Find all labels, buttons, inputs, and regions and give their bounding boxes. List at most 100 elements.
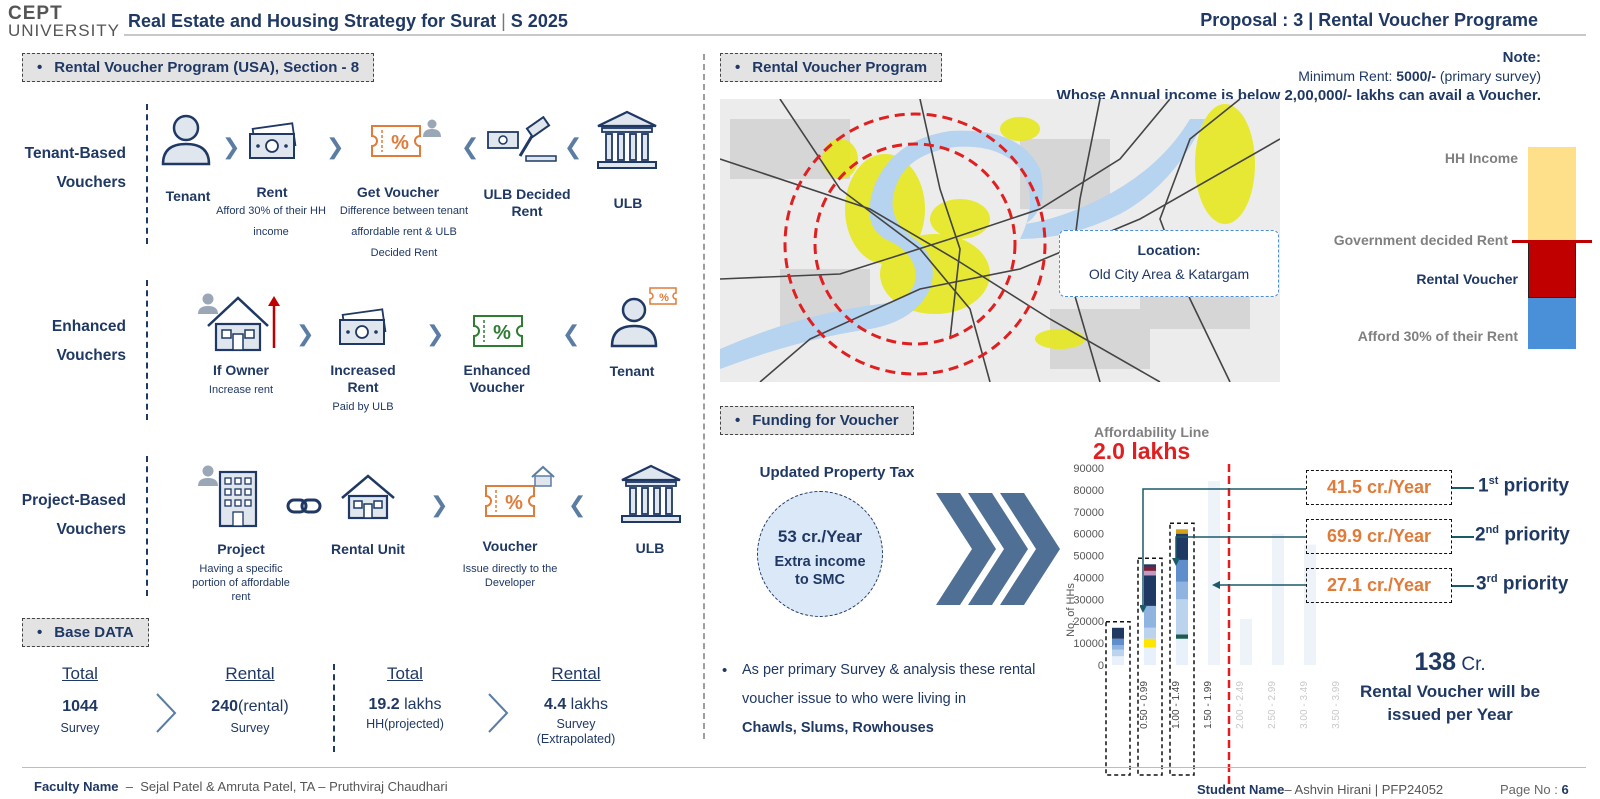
priority-3-amount: 27.1 cr./Year	[1306, 568, 1452, 603]
hh-income-bar	[1528, 147, 1576, 242]
bar-segment	[1208, 481, 1220, 665]
bar-segment	[1144, 570, 1156, 576]
location-value: Old City Area & Katargam	[1088, 266, 1250, 282]
get-voucher-sub: Difference between tenant affordable ren…	[339, 205, 469, 259]
chevron-right-icon: ❯	[222, 134, 241, 159]
cash-icon	[336, 308, 388, 355]
gov-rent-label: Government decided Rent	[1333, 232, 1508, 248]
y-tick-label: 50000	[1073, 551, 1104, 563]
base-rental-survey-sub: Survey	[230, 721, 270, 735]
base-total-survey-head: Total	[62, 664, 98, 683]
proposal-title: Proposal : 3 | Rental Voucher Programe	[1200, 10, 1538, 30]
priority-1-label: 1st priority	[1478, 475, 1570, 497]
y-tick-label: 70000	[1073, 507, 1104, 519]
priority-connectors	[1140, 488, 1306, 613]
y-tick-label: 0	[1098, 660, 1104, 672]
enhanced-voucher-title: Enhanced Voucher	[463, 362, 531, 395]
afford-label: Afford 30% of their Rent	[1357, 328, 1518, 344]
affordability-line-label: Affordability Line	[1094, 424, 1210, 440]
tenant-row-rule	[146, 104, 148, 244]
y-tick-label: 30000	[1073, 594, 1104, 606]
bar-segment	[1112, 627, 1124, 639]
section-heading-usa: •Rental Voucher Program (USA), Section -…	[22, 53, 375, 82]
priority-2-label: 2nd priority	[1475, 524, 1570, 546]
x-tick-label: 2.00 - 2.49	[1235, 681, 1246, 729]
base-rental-survey-value: 240(rental)	[211, 698, 289, 715]
cash-icon	[246, 122, 298, 169]
project-sub: Having a specific portion of affordable …	[192, 563, 290, 603]
rent-title: Rent	[256, 184, 288, 200]
annual-voucher-total: 138 Cr.	[1414, 648, 1486, 676]
bar-segment	[1144, 605, 1156, 628]
bar-segment	[1176, 599, 1188, 635]
survey-bullet: As per primary Survey & analysis these r…	[742, 662, 1036, 736]
bar-segment	[1144, 566, 1156, 571]
triple-chevron-icon	[936, 493, 1060, 610]
map-location-callout: Location: Old City Area & Katargam	[1059, 230, 1279, 297]
logo-cept: CEPT	[8, 3, 63, 24]
footer-divider	[22, 767, 1586, 768]
faculty-line: Faculty Name – Sejal Patel & Amruta Pate…	[34, 779, 448, 794]
enhanced-voucher-icon: %	[472, 314, 524, 353]
chevron-left-icon: ❮	[461, 134, 480, 159]
property-tax-value: 53 cr./Year	[777, 527, 863, 546]
increased-rent-sub: Paid by ULB	[332, 401, 394, 413]
chevron-right-icon	[154, 692, 178, 739]
logo-university: UNIVERSITY	[8, 21, 121, 40]
bar-segment	[1176, 533, 1188, 560]
rental-unit-house-icon	[340, 474, 396, 525]
gavel-cash-icon	[486, 115, 558, 169]
section-heading-base-data: •Base DATA	[22, 618, 149, 647]
bar-segment	[1144, 627, 1156, 639]
location-title: Location:	[1137, 242, 1201, 258]
bar-highlight-box	[1137, 557, 1163, 776]
bar-segment	[1176, 529, 1188, 534]
priority-3-label: 3rd priority	[1476, 573, 1569, 595]
project-row-rule	[146, 456, 148, 596]
chevron-right-icon: ❯	[430, 492, 449, 517]
chevron-left-icon: ❮	[564, 134, 583, 159]
bar-highlight-box	[1169, 522, 1195, 776]
get-voucher-title: Get Voucher	[356, 184, 440, 200]
rental-voucher-bar	[1528, 242, 1576, 298]
x-tick-label: 1.50 - 1.99	[1203, 681, 1214, 729]
page-title: Real Estate and Housing Strategy for Sur…	[128, 11, 568, 31]
bar-segment	[1176, 559, 1188, 582]
bar-segment	[1112, 649, 1124, 657]
chevron-right-icon: ❯	[296, 321, 315, 346]
bar-segment	[1304, 544, 1316, 665]
priority-2-amount: 69.9 cr./Year	[1306, 519, 1452, 554]
note-title: Note:	[1502, 49, 1541, 66]
x-tick-label: 3.50 - 3.99	[1331, 681, 1342, 729]
note-minimum-rent: Minimum Rent: 5000/- (primary survey)	[1298, 68, 1541, 84]
priority-1-amount: 41.5 cr./Year	[1306, 470, 1452, 505]
x-tick-label: 2.50 - 2.99	[1267, 681, 1278, 729]
ulb-title: ULB	[613, 195, 643, 211]
project-ulb-title: ULB	[635, 540, 665, 556]
tenant-percent-icon: %	[606, 286, 678, 355]
student-line: Student Name– Ashvin Hirani | PFP24052	[1197, 782, 1444, 797]
bar-highlight-box	[1105, 621, 1131, 776]
tenant-title: Tenant	[165, 188, 211, 204]
property-tax-title: Updated Property Tax	[759, 464, 915, 481]
bullet-dot: •	[722, 662, 728, 679]
increased-rent-title: Increased Rent	[330, 362, 396, 395]
x-tick-label: 1.00 - 1.49	[1171, 681, 1182, 729]
y-tick-label: 10000	[1073, 638, 1104, 650]
chevron-right-icon: ❯	[326, 134, 345, 159]
bar-segment	[1144, 647, 1156, 665]
rental-voucher-label: Rental Voucher	[1416, 271, 1518, 287]
y-tick-label: 90000	[1073, 463, 1104, 475]
base-rental-extrapolated-sub: Survey (Extrapolated)	[536, 717, 616, 746]
bar-segment	[1176, 634, 1188, 639]
afford-bar	[1528, 298, 1576, 349]
rental-unit-title: Rental Unit	[331, 541, 405, 557]
property-tax-circle: 53 cr./Year Extra income to SMC	[757, 491, 883, 617]
base-rental-extrapolated-value: 4.4 lakhs	[543, 696, 609, 713]
column-divider	[703, 54, 705, 739]
y-tick-label: 40000	[1073, 572, 1104, 584]
percent-voucher-icon: %	[370, 118, 446, 169]
